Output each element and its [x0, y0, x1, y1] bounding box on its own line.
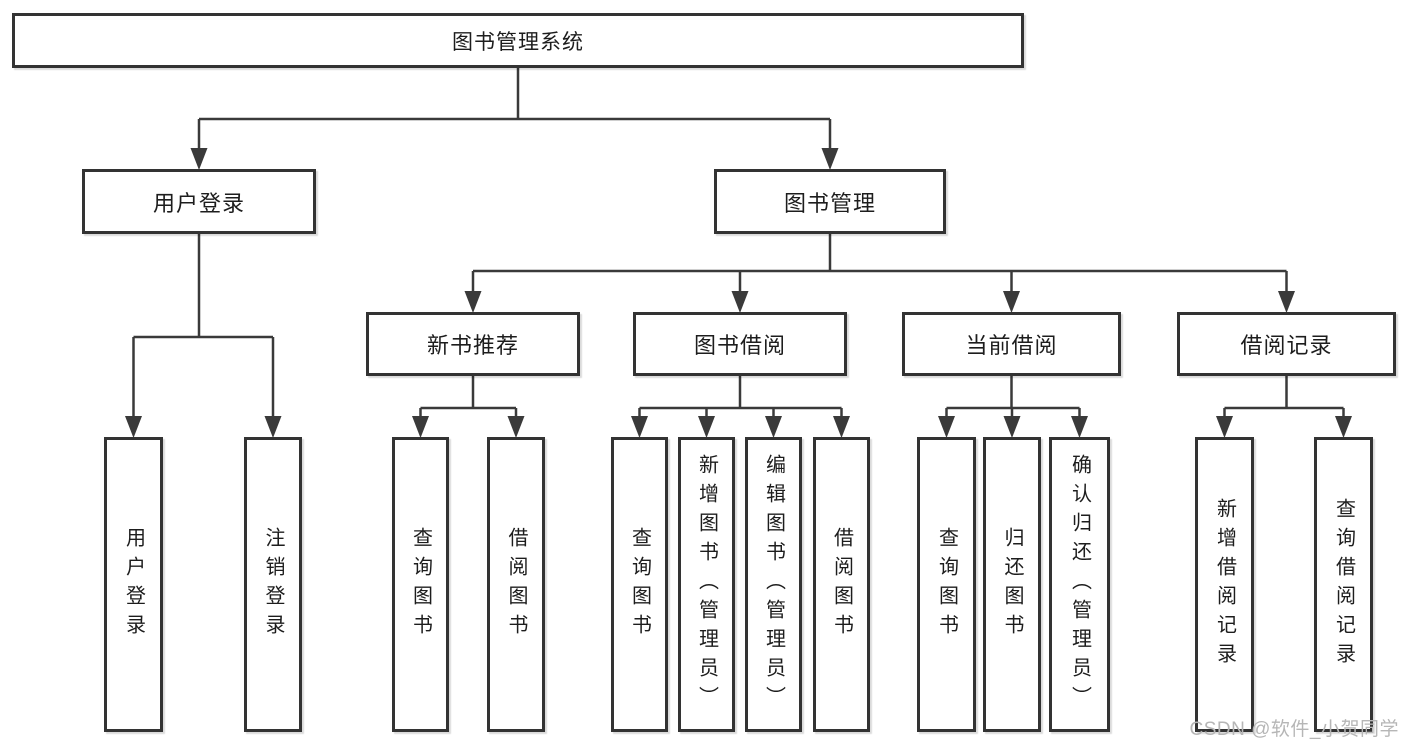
leaf-return-books: 归还图书: [983, 437, 1041, 732]
connector-borrowing-records-to-leaves: [1216, 376, 1352, 438]
node-library-management-system: 图书管理系统: [12, 13, 1024, 68]
leaf-query-books-recommend: 查询图书: [392, 437, 449, 732]
leaf-user-login-label: 用户登录: [122, 526, 145, 643]
leaf-query-books-current-label: 查询图书: [935, 526, 958, 643]
leaf-query-borrow-record: 查询借阅记录: [1314, 437, 1373, 732]
leaf-query-books-current: 查询图书: [917, 437, 976, 732]
leaf-confirm-return-admin-label: 确认归还（管理员）: [1068, 454, 1091, 715]
node-borrowing-records: 借阅记录: [1177, 312, 1396, 376]
connector-book-borrowing-to-leaves: [631, 376, 850, 438]
leaf-query-books-recommend-label: 查询图书: [409, 526, 432, 643]
leaf-add-books-admin: 新增图书（管理员）: [678, 437, 735, 732]
leaf-logout: 注销登录: [244, 437, 302, 732]
leaf-add-borrow-record: 新增借阅记录: [1195, 437, 1254, 732]
connector-book-management-to-level3: [464, 234, 1295, 313]
leaf-edit-books-admin-label: 编辑图书（管理员）: [762, 454, 785, 715]
node-borrowing-records-label: 借阅记录: [1240, 333, 1333, 358]
leaf-query-books-borrowing-label: 查询图书: [628, 526, 651, 643]
connector-new-book-recommend-to-leaves: [412, 376, 525, 438]
node-library-management-system-label: 图书管理系统: [452, 30, 584, 54]
node-user-login: 用户登录: [82, 169, 316, 234]
node-current-borrowing-label: 当前借阅: [965, 333, 1058, 358]
node-user-login-label: 用户登录: [152, 190, 245, 216]
leaf-user-login: 用户登录: [104, 437, 163, 732]
leaf-edit-books-admin: 编辑图书（管理员）: [745, 437, 802, 732]
node-book-management-label: 图书管理: [783, 190, 876, 216]
node-book-management: 图书管理: [714, 169, 946, 234]
leaf-add-books-admin-label: 新增图书（管理员）: [695, 454, 718, 715]
leaf-confirm-return-admin: 确认归还（管理员）: [1049, 437, 1110, 732]
csdn-watermark: CSDN @软件_小贺同学: [1189, 719, 1399, 740]
node-new-book-recommend: 新书推荐: [366, 312, 580, 376]
leaf-borrow-books-recommend-label: 借阅图书: [505, 526, 527, 643]
node-book-borrowing: 图书借阅: [633, 312, 847, 376]
leaf-add-borrow-record-label: 新增借阅记录: [1213, 497, 1236, 672]
leaf-borrow-books-borrowing-label: 借阅图书: [830, 526, 853, 643]
leaf-logout-label: 注销登录: [262, 526, 284, 643]
connector-current-borrowing-to-leaves: [938, 376, 1088, 438]
node-current-borrowing: 当前借阅: [902, 312, 1121, 376]
node-book-borrowing-label: 图书借阅: [693, 333, 786, 358]
leaf-borrow-books-recommend: 借阅图书: [487, 437, 545, 732]
leaf-borrow-books-borrowing: 借阅图书: [813, 437, 870, 732]
node-new-book-recommend-label: 新书推荐: [426, 333, 519, 358]
connector-user-login-to-leaves: [125, 234, 282, 438]
leaf-query-books-borrowing: 查询图书: [611, 437, 668, 732]
leaf-query-borrow-record-label: 查询借阅记录: [1332, 497, 1355, 672]
leaf-return-books-label: 归还图书: [1001, 526, 1023, 643]
connector-root-to-level2: [190, 68, 839, 170]
